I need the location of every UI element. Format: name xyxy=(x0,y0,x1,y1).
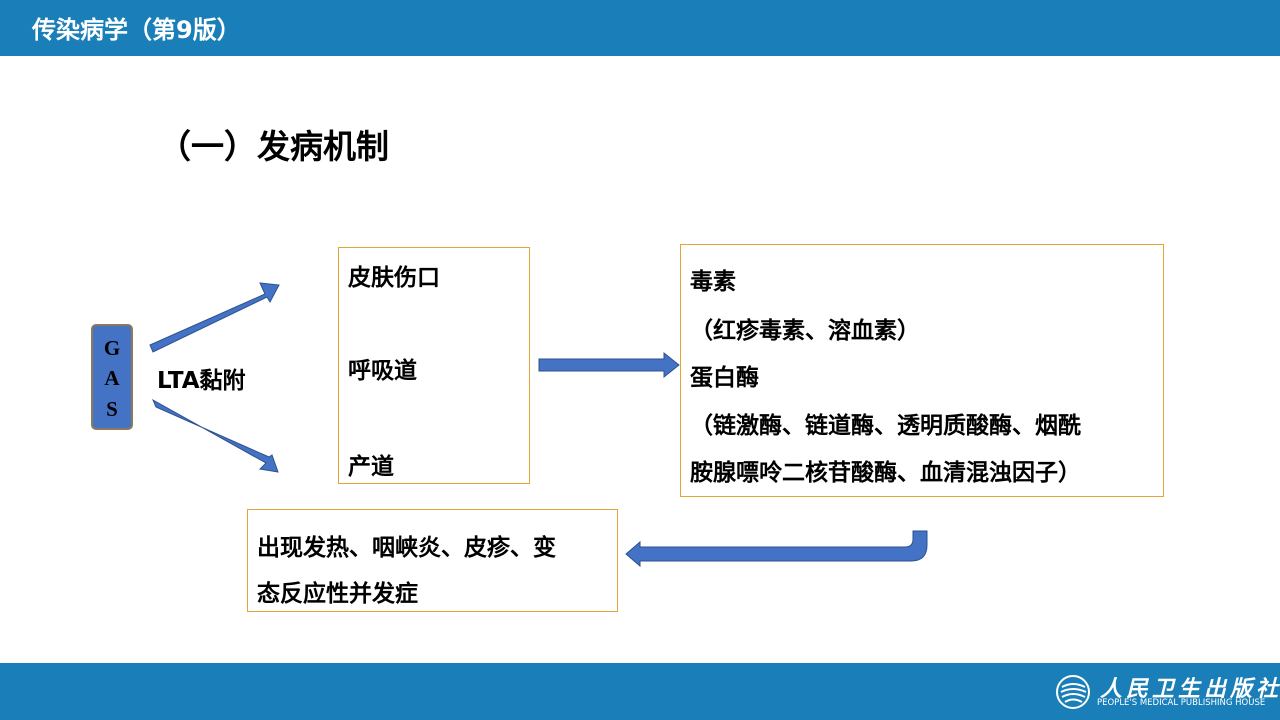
header-bar: 传染病学（第9版） xyxy=(0,0,1280,56)
course-title: 传染病学（第9版） xyxy=(32,16,241,44)
arrow-entry-to-factors xyxy=(538,351,680,379)
arrow-gas-to-entry-lower xyxy=(151,398,279,473)
outcome-line-1: 出现发热、咽峡炎、皮疹、变 xyxy=(257,535,556,561)
factor-line-toxin-detail: （红疹毒素、溶血素） xyxy=(690,318,920,344)
outcome-line-2: 态反应性并发症 xyxy=(257,581,418,607)
entry-route-respiratory: 呼吸道 xyxy=(348,358,417,384)
arrow-factors-to-outcome xyxy=(625,530,928,568)
entry-route-skin: 皮肤伤口 xyxy=(348,265,440,291)
factor-line-protease-detail-1: （链激酶、链道酶、透明质酸酶、烟酰 xyxy=(690,413,1081,439)
section-title: （一）发病机制 xyxy=(158,127,389,166)
publisher-name-cn: 人民卫生出版社 xyxy=(1100,676,1280,702)
arrow-gas-to-entry-upper xyxy=(149,282,280,353)
factor-line-protease-detail-2: 胺腺嘌呤二核苷酸酶、血清混浊因子） xyxy=(690,460,1081,486)
entry-route-box: 皮肤伤口 呼吸道 产道 xyxy=(338,247,530,484)
gas-letter-g: G xyxy=(103,336,121,360)
lta-adhesion-label: LTA黏附 xyxy=(157,368,246,394)
gas-letter-a: A xyxy=(104,366,120,390)
virulence-factor-box: 毒素 （红疹毒素、溶血素） 蛋白酶 （链激酶、链道酶、透明质酸酶、烟酰 胺腺嘌呤… xyxy=(680,244,1164,497)
factor-line-protease: 蛋白酶 xyxy=(690,365,759,391)
entry-route-birth-canal: 产道 xyxy=(348,454,394,480)
publisher-logo-icon xyxy=(1056,675,1090,709)
clinical-outcome-box: 出现发热、咽峡炎、皮疹、变 态反应性并发症 xyxy=(247,509,618,612)
gas-node: G A S xyxy=(91,324,133,430)
gas-letter-s: S xyxy=(106,397,118,421)
footer-bar xyxy=(0,663,1280,720)
publisher-name-en: PEOPLE'S MEDICAL PUBLISHING HOUSE xyxy=(1097,698,1266,708)
factor-line-toxin: 毒素 xyxy=(690,269,736,295)
